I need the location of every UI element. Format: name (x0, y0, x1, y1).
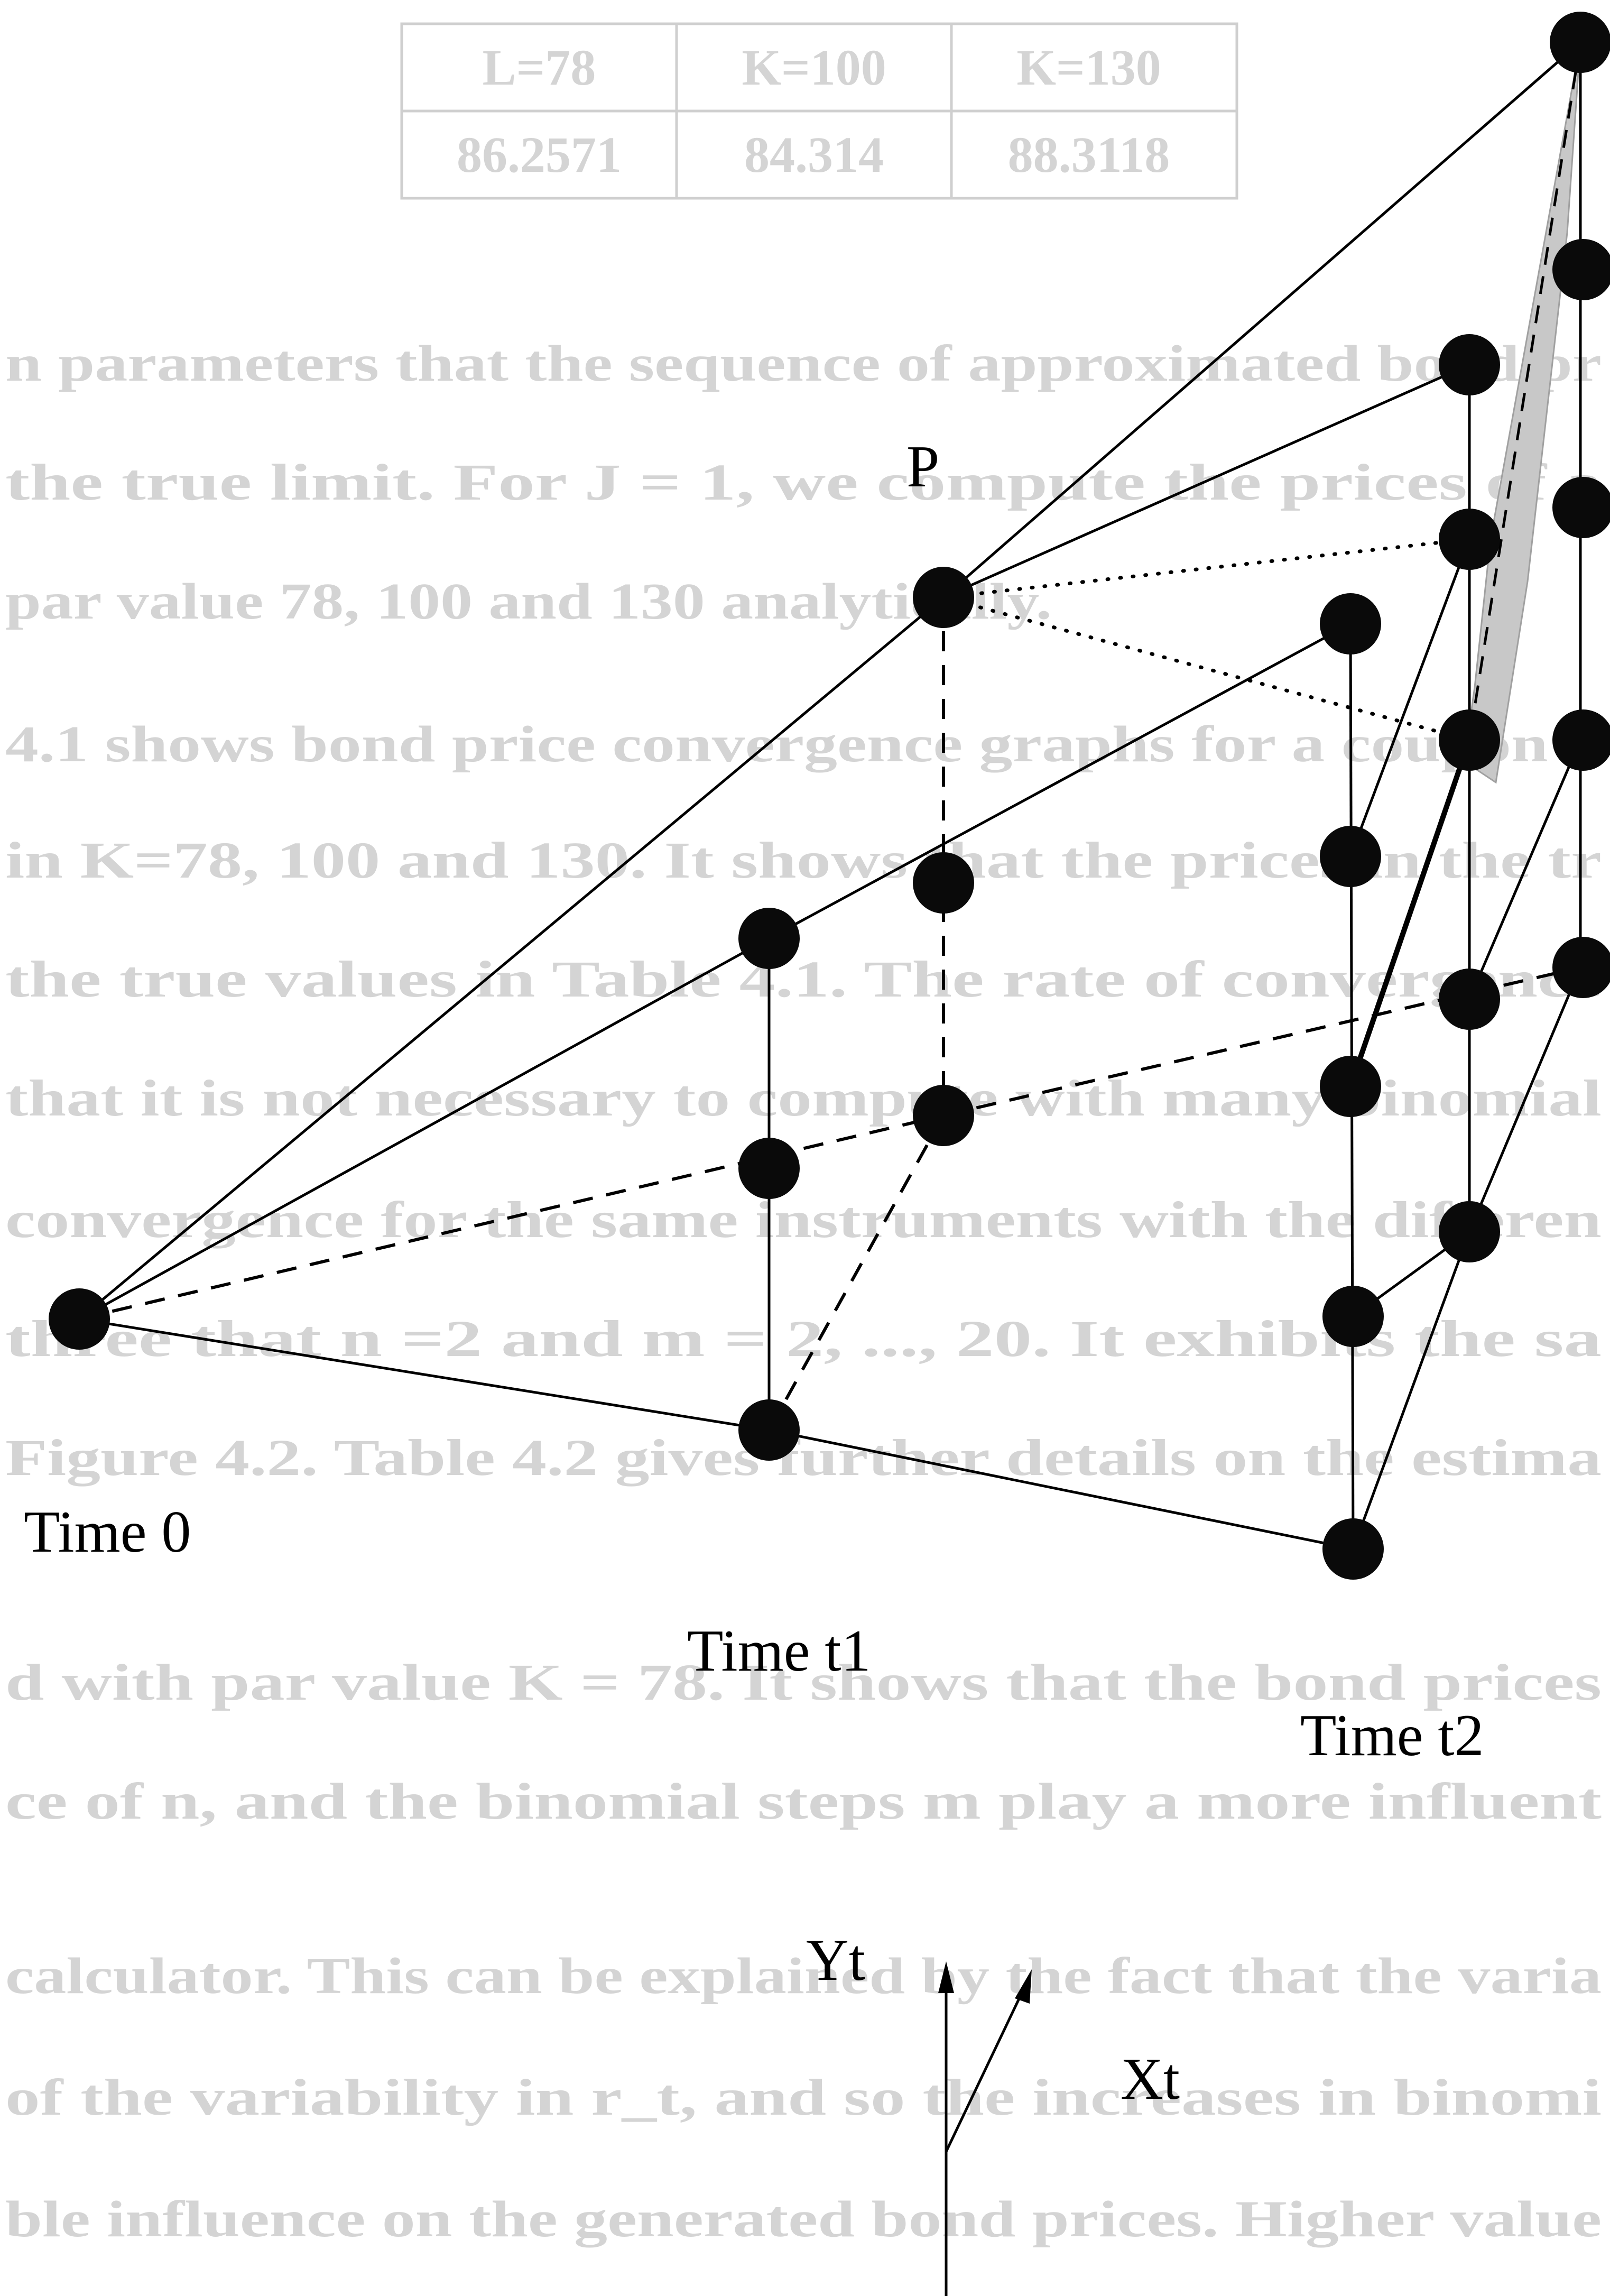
edge-root-to-t1-top (78, 937, 770, 1321)
edge-t2-back-link-b (1468, 967, 1582, 1232)
background-text-layer: L=78 K=100 K=130 86.2571 84.314 88.3118 … (5, 22, 1602, 2248)
label-p: P (906, 434, 939, 500)
node-t2-back-1 (1550, 12, 1610, 73)
background-line-12: ce of n, and the binomial steps m play a… (5, 1773, 1602, 1830)
edge-t1-top-to-t2 (768, 622, 1352, 940)
background-line-11: d with par value K = 78. It shows that t… (5, 1654, 1602, 1711)
edge-t1-bottom-to-t2 (769, 1428, 1354, 1551)
node-t2-mid-5 (1439, 1201, 1500, 1262)
edge-root-to-p (78, 596, 945, 1320)
node-time0 (49, 1288, 110, 1350)
axis-y-arrowhead (938, 1961, 954, 1993)
edge-root-to-t1-back (79, 1114, 944, 1321)
node-t1-middle (738, 1138, 800, 1199)
background-line-10: Figure 4.2. Table 4.2 gives further deta… (5, 1430, 1602, 1487)
background-line-1: n parameters that the sequence of approx… (5, 335, 1602, 392)
background-line-2: the true limit. For J = 1, we compute th… (5, 454, 1602, 511)
node-t2-back-4 (1552, 709, 1610, 771)
node-p (913, 567, 974, 628)
label-time-t2: Time t2 (1300, 1703, 1484, 1768)
background-table: L=78 K=100 K=130 86.2571 84.314 88.3118 (400, 22, 1238, 200)
axis-indicator (938, 1961, 1032, 2296)
node-t1-back-upper (913, 852, 974, 914)
node-t2-mid-2 (1439, 509, 1500, 570)
edge-t2-link-a (1349, 539, 1471, 857)
table-value-2: 84.314 (744, 126, 884, 183)
node-t2-mid-4 (1439, 969, 1500, 1030)
edge-root-to-t1-bottom (79, 1317, 770, 1432)
labels: P Time 0 Time t1 Time t2 Yt Xt (24, 434, 1484, 2112)
edge-p-to-t2-top (942, 41, 1581, 598)
node-t2-front-2 (1320, 826, 1381, 887)
edge-t2-thick (1348, 739, 1472, 1087)
edge-p-dotted-lower (941, 595, 1472, 742)
background-line-4: 4.1 shows bond price convergence graphs … (5, 716, 1602, 773)
edge-p-dotted-upper (941, 537, 1472, 600)
background-line-14: of the variability in r_t, and so the in… (5, 2069, 1602, 2126)
edge-t2-link-c (1352, 1231, 1471, 1550)
label-time0: Time 0 (24, 1499, 191, 1565)
axis-x-line (945, 1979, 1030, 2153)
node-t2-mid-3 (1439, 709, 1500, 771)
background-line-3: par value 78, 100 and 130 analytically. (5, 573, 1052, 630)
background-line-8: convergence for the same instruments wit… (5, 1192, 1602, 1249)
edge-p-to-t2-upper (942, 363, 1470, 599)
node-t2-back-2 (1552, 239, 1610, 300)
node-t2-back-5 (1552, 937, 1610, 998)
node-t2-front-3 (1320, 1056, 1381, 1117)
background-line-13: calculator. This can be explained by the… (5, 1948, 1602, 2005)
background-line-6: the true values in Table 4.1. The rate o… (5, 951, 1602, 1008)
label-axis-y: Yt (806, 1928, 865, 1993)
table-header-2: K=100 (742, 39, 886, 96)
node-t1-bottom (738, 1399, 800, 1461)
table-header-3: K=130 (1016, 39, 1161, 96)
node-t2-front-4 (1322, 1286, 1384, 1347)
solid-edges (78, 41, 1582, 1551)
table-header-1: L=78 (483, 39, 596, 96)
node-t2-front-1 (1320, 593, 1381, 654)
background-line-15: ble influence on the generated bond pric… (5, 2191, 1602, 2248)
node-t2-back-3 (1552, 477, 1610, 538)
node-t2-front-5 (1322, 1518, 1384, 1580)
node-t1-back-lower (913, 1085, 974, 1146)
node-t1-top (738, 908, 800, 969)
nodes (49, 12, 1610, 1580)
node-t2-mid-1 (1439, 334, 1500, 395)
edge-t2-back-link-a (1468, 740, 1582, 1000)
axis-x-arrowhead (1015, 1969, 1032, 2004)
label-axis-x: Xt (1121, 2046, 1180, 2112)
table-value-3: 88.3118 (1008, 126, 1170, 183)
dotted-edges (941, 537, 1472, 742)
table-value-1: 86.2571 (457, 126, 622, 183)
label-time-t1: Time t1 (687, 1618, 871, 1684)
edge-t1-back-to-t1-bottom (767, 1114, 945, 1431)
